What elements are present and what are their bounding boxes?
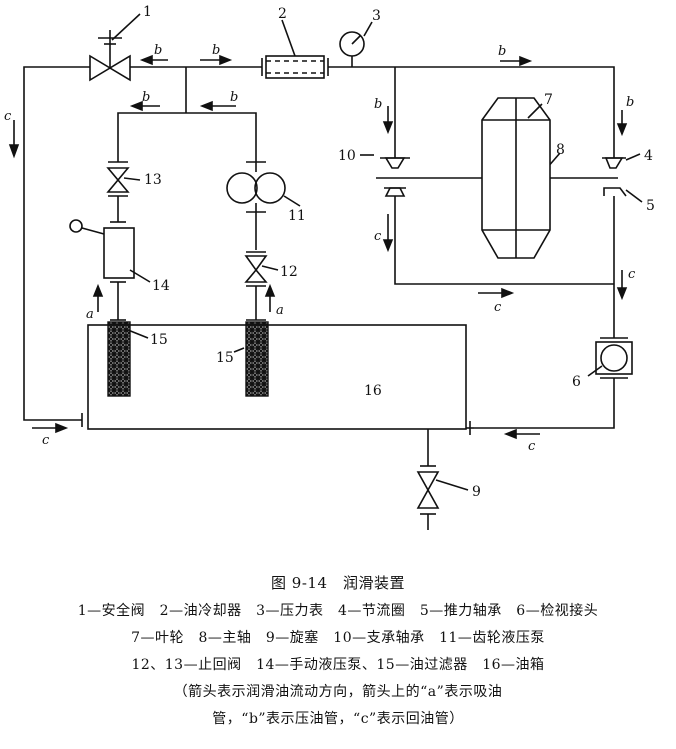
- arrow-c-bottom-right: c: [503, 428, 540, 454]
- oil-cooler: 2: [261, 6, 329, 79]
- arrow-b-right-bearing-right: b: [616, 95, 634, 137]
- svg-text:c: c: [374, 229, 382, 244]
- arrow-b-top-middle: b: [200, 43, 233, 66]
- gear-pump: 11: [226, 161, 306, 224]
- label-9: 9: [472, 484, 481, 500]
- label-14: 14: [152, 278, 170, 294]
- svg-text:a: a: [86, 307, 94, 322]
- arrow-c-bearing-left: c: [374, 214, 394, 253]
- svg-text:a: a: [276, 303, 284, 318]
- legend-line-3: 12、13—止回阀 14—手动液压泵、15—油过滤器 16—油箱: [131, 657, 545, 673]
- svg-text:b: b: [142, 90, 150, 105]
- arrow-b-right-bearing-left: b: [374, 97, 394, 135]
- impeller: 7: [481, 92, 553, 259]
- svg-text:c: c: [528, 439, 536, 454]
- svg-text:b: b: [374, 97, 382, 112]
- safety-valve: 1: [89, 4, 152, 82]
- arrow-a-left: a: [86, 283, 104, 322]
- figure-title: 图 9-14 润滑装置: [271, 574, 405, 592]
- svg-text:b: b: [626, 95, 634, 110]
- arrow-b-branch-right: b: [199, 90, 238, 112]
- arrow-c-bearing-right: c: [616, 267, 636, 301]
- check-valve-12: 12: [244, 251, 298, 287]
- label-4: 4: [644, 148, 653, 164]
- thrust-bearing: 5: [603, 187, 655, 214]
- label-1: 1: [143, 4, 152, 20]
- svg-text:b: b: [212, 43, 220, 58]
- label-7: 7: [544, 92, 553, 108]
- label-8: 8: [556, 142, 565, 158]
- arrow-b-top-right: b: [498, 44, 533, 67]
- support-bearing: 10: [338, 148, 410, 197]
- arrow-b-branch-left: b: [129, 90, 160, 112]
- oil-tank: [87, 324, 467, 430]
- hand-pump: 14: [69, 219, 170, 294]
- inspection-joint: 6: [572, 337, 633, 390]
- oil-filter-left: 15: [107, 319, 168, 397]
- label-10: 10: [338, 148, 356, 164]
- pressure-gauge: 3: [339, 8, 381, 67]
- drain-cock: 9: [416, 429, 481, 530]
- arrow-a-right: a: [264, 283, 284, 318]
- label-2: 2: [278, 6, 287, 22]
- svg-text:b: b: [154, 43, 162, 58]
- legend-note-1: （箭头表示润滑油流动方向，箭头上的“a”表示吸油: [173, 684, 503, 700]
- check-valve-13: 13: [106, 161, 162, 197]
- legend-line-2: 7—叶轮 8—主轴 9—旋塞 10—支承轴承 11—齿轮液压泵: [131, 630, 545, 646]
- lubrication-system-diagram: 16 c c 1 b b b: [4, 4, 655, 530]
- arrow-c-left-bottom: c: [32, 422, 69, 448]
- throttle-ring: 4: [602, 148, 653, 169]
- svg-text:b: b: [498, 44, 506, 59]
- arrow-c-bottom-middle: c: [478, 287, 515, 315]
- svg-text:c: c: [42, 433, 50, 448]
- label-12: 12: [280, 264, 298, 280]
- pipe-left-return: [23, 66, 90, 421]
- label-6: 6: [572, 374, 581, 390]
- label-13: 13: [144, 172, 162, 188]
- label-16: 16: [364, 383, 382, 399]
- legend-line-1: 1—安全阀 2—油冷却器 3—压力表 4—节流圈 5—推力轴承 6—检视接头: [77, 603, 599, 619]
- legend-note-2: 管，“b”表示压油管，“c”表示回油管）: [212, 711, 464, 727]
- svg-text:c: c: [494, 300, 502, 315]
- label-3: 3: [372, 8, 381, 24]
- svg-text:c: c: [628, 267, 636, 282]
- svg-text:c: c: [4, 109, 12, 124]
- arrow-b-top-left: b: [139, 43, 168, 66]
- label-11: 11: [288, 208, 306, 224]
- label-5: 5: [646, 198, 655, 214]
- svg-text:b: b: [230, 90, 238, 105]
- arrow-c-left-vertical: c: [4, 109, 20, 159]
- label-15-left: 15: [150, 332, 168, 348]
- label-15-right: 15: [216, 350, 234, 366]
- oil-filter-right: 15: [216, 319, 269, 397]
